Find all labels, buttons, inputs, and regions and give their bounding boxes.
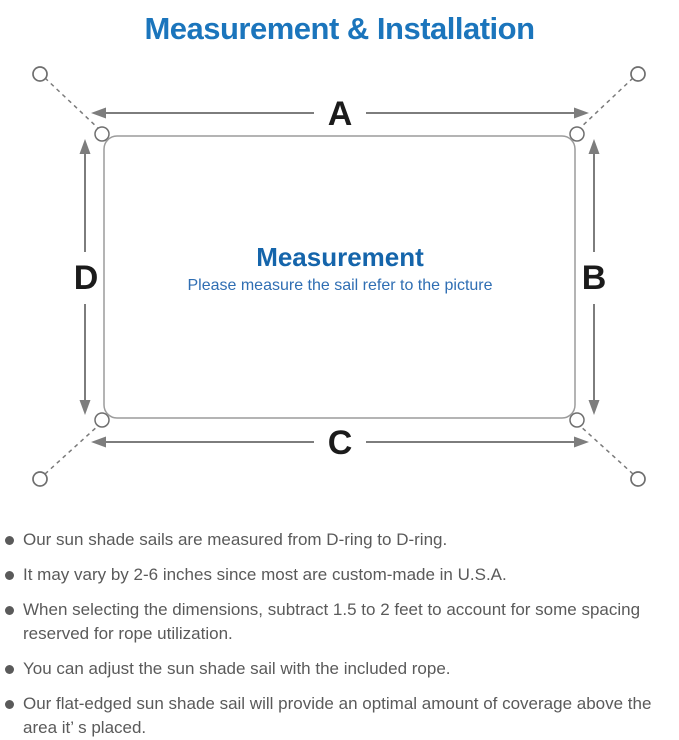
bullet-icon: [5, 606, 14, 615]
note-text: Our flat-edged sun shade sail will provi…: [23, 694, 652, 737]
rope-line-top-right: [577, 77, 634, 131]
d-ring-icon-top-left: [94, 126, 110, 142]
arrow-right-icon: [574, 107, 589, 119]
d-ring-icon-bottom-left: [94, 412, 110, 428]
dimension-label-a: A: [328, 95, 353, 133]
arrow-left-icon: [91, 436, 106, 448]
arrow-left-icon: [91, 107, 106, 119]
dimension-label-d: D: [74, 259, 99, 297]
bullet-icon: [5, 665, 14, 674]
d-ring-icon-top-right: [569, 126, 585, 142]
diagram-center-subtext: Please measure the sail refer to the pic…: [187, 277, 492, 294]
arrow-up-icon: [588, 139, 600, 154]
note-text: It may vary by 2-6 inches since most are…: [23, 565, 507, 584]
note-text: Our sun shade sails are measured from D-…: [23, 530, 448, 549]
list-item: Our sun shade sails are measured from D-…: [5, 528, 673, 552]
bullet-icon: [5, 700, 14, 709]
dimension-label-c: C: [328, 424, 353, 462]
d-ring-icon-bottom-right: [569, 412, 585, 428]
notes-list: Our sun shade sails are measured from D-…: [0, 528, 679, 740]
list-item: It may vary by 2-6 inches since most are…: [5, 563, 673, 587]
arrow-down-icon: [588, 400, 600, 415]
anchor-ring-icon-bottom-right: [630, 471, 646, 487]
list-item: You can adjust the sun shade sail with t…: [5, 657, 673, 681]
sail-outline: [103, 135, 576, 419]
arrow-up-icon: [79, 139, 91, 154]
rope-line-top-left: [44, 77, 101, 131]
bullet-icon: [5, 571, 14, 580]
anchor-ring-icon-top-right: [630, 66, 646, 82]
rope-line-bottom-right: [577, 423, 634, 475]
arrow-down-icon: [79, 400, 91, 415]
rope-line-bottom-left: [44, 423, 101, 475]
anchor-ring-icon-bottom-left: [32, 471, 48, 487]
measurement-diagram: A C D B Measurement Please measure the s…: [0, 56, 679, 521]
list-item: When selecting the dimensions, subtract …: [5, 598, 673, 646]
anchor-ring-icon-top-left: [32, 66, 48, 82]
arrow-right-icon: [574, 436, 589, 448]
page-title: Measurement & Installation: [144, 11, 535, 46]
dimension-label-b: B: [582, 259, 607, 297]
list-item: Our flat-edged sun shade sail will provi…: [5, 692, 673, 740]
measurement-diagram-svg: A C D B Measurement Please measure the s…: [32, 66, 646, 487]
note-text: When selecting the dimensions, subtract …: [23, 600, 641, 643]
note-text: You can adjust the sun shade sail with t…: [23, 659, 451, 678]
bullet-icon: [5, 536, 14, 545]
diagram-center-heading: Measurement: [256, 242, 424, 272]
